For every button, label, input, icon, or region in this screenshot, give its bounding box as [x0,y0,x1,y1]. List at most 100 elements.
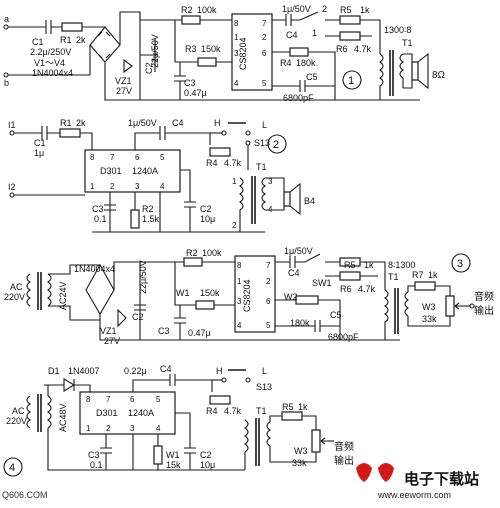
ic-cs8204 [234,255,276,333]
r6-label: R6 [336,44,348,54]
r5-value: 1k [364,260,374,270]
pin-2: 2 [106,424,111,433]
output-label-2: 输出 [334,454,354,467]
r5-resistor [339,257,361,267]
w2-pot [295,295,319,305]
w3-value: 33k [292,458,307,468]
ic-d301 [79,391,176,435]
c2-label: C2 [200,204,212,214]
pin-4: 4 [156,424,161,433]
w3-pot [311,429,321,453]
c3-label: C3 [184,78,196,88]
r1-value: 2k [76,35,86,45]
circuit-2: I1 C1 1μ R1 2k I2 8 7 6 5 D301 1240A 1 2… [8,118,315,233]
brand-logo-1 [356,463,372,482]
vz1-label: VZ1 [115,76,132,86]
c4-value: 1μ/50V [284,246,313,256]
r7-resistor [414,281,436,291]
r5-label: R5 [282,402,294,412]
label-a: a [4,14,9,24]
pin-4: 4 [237,321,242,330]
ic-name: D301 [100,166,122,176]
buzzer-label: B4 [304,196,315,206]
switch-l: L [262,120,267,130]
speaker-ohms: 8Ω [432,70,446,81]
r2-value: 1.5k [142,214,160,224]
c4-value: 1μ/50V [282,4,311,14]
c4-label: C4 [172,118,184,128]
c2-value: 10μ [200,460,215,470]
r5-label: R5 [340,5,352,15]
r6-resistor [339,31,361,41]
switch-s13: S13 [254,138,270,148]
c4-label: C4 [288,268,300,278]
pin-3: 3 [130,424,135,433]
pin-1: 1 [237,277,242,286]
c3-label: C3 [158,326,170,336]
pin-2: 2 [266,277,271,286]
c2-value: 22μ/50V [150,34,160,68]
brand-url: www.eeworm.com [377,490,451,500]
vz1-label: VZ1 [100,326,117,336]
w2-value: 180k [290,318,310,328]
c1-value: 2.2μ/250V [30,47,71,57]
r5-value: 1k [360,5,370,15]
r4-value: 4.7k [224,406,242,416]
vz1-value: 27V [116,86,132,96]
switch-s13: S13 [256,382,272,392]
r4-label: R4 [206,406,218,416]
r3-resistor [197,57,217,67]
pin-6: 6 [266,297,271,306]
r5-resistor [339,15,361,25]
c3-label: C3 [88,450,100,460]
pin-3: 3 [135,182,140,191]
pin-7: 7 [110,153,115,162]
w3-value: 33k [422,314,437,324]
brand-name: 电子下载站 [404,470,479,488]
r7-label: R7 [412,270,424,280]
r2-label: R2 [181,5,193,15]
brand-logo-2 [378,463,394,482]
r1-label: R1 [60,35,72,45]
circuit-1-number: 1 [348,75,354,87]
pin-8: 8 [237,261,242,270]
w3-label: W3 [422,302,436,312]
c2-value: 22μ/50V [138,260,148,294]
ic-name: D301 [96,408,118,418]
pin-2: 2 [110,182,115,191]
pin-4: 4 [234,79,239,88]
pin-2: 2 [262,33,267,42]
c4-value: 1μ/50V [128,118,157,128]
pin-1: 1 [234,33,239,42]
r6-value: 4.7k [354,44,372,54]
c1-label: C1 [32,37,44,47]
pin-3: 3 [237,297,242,306]
circuit-2-number: 2 [273,139,279,151]
pin-5: 5 [156,395,161,404]
vz1-value: 27V [104,336,120,346]
r4-label: R4 [280,58,292,68]
r4-resistor [289,47,309,57]
ic-cs8204 [231,13,273,91]
pin-3: 3 [234,49,239,58]
label-i2: I2 [8,182,16,192]
t1-pin2: 2 [232,221,237,230]
circuit-1-badge [342,70,362,90]
c2-label: C2 [132,312,144,322]
c4-value: 0.22μ [124,366,147,376]
pin-7: 7 [266,261,271,270]
t1-label: T1 [402,38,413,48]
r2-value: 100k [197,5,217,15]
pin-4: 4 [160,182,165,191]
pin-7: 7 [106,395,111,404]
r4-resistor [209,395,231,405]
w1-pot [153,445,163,465]
c3-value: 0.47μ [188,328,211,338]
c4-label: C4 [286,30,298,40]
c3-value: 0.47μ [184,88,207,98]
c1-value: 1μ [34,148,44,158]
ic-name: CS8204 [238,37,248,70]
output-label-1: 音频 [334,440,354,453]
